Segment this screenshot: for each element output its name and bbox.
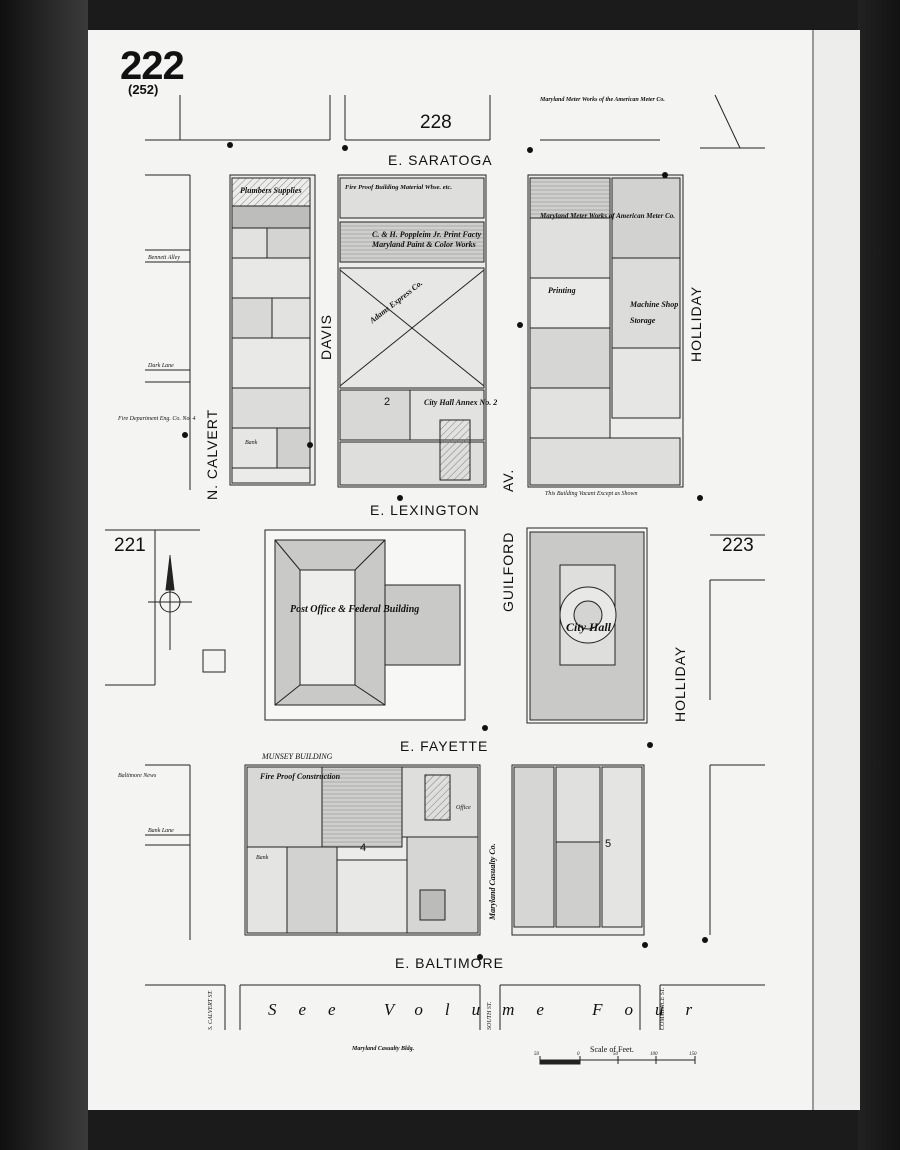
label-meter-works-title: Maryland Meter Works of the American Met… (540, 97, 665, 103)
block-number-2: 2 (384, 396, 391, 408)
block-munsey (244, 764, 481, 936)
label-fire-proof-bldg: Fire Proof Building Material Whse. etc. (345, 184, 452, 191)
label-munsey: MUNSEY BUILDING (262, 752, 333, 761)
block-davis-guilford (337, 174, 487, 488)
label-fire-department: Fire Department Eng. Co. No. 4 (118, 416, 196, 422)
scale-tick-1: 0 (577, 1052, 580, 1057)
street-saratoga: E. SARATOGA (388, 152, 493, 168)
street-calvert: N. CALVERT (204, 408, 220, 500)
street-davis: DAVIS (318, 314, 334, 360)
label-this-bldg-vacant: This Building Vacant Except as Shown (545, 491, 638, 497)
block-guilford-holliday (527, 174, 684, 488)
label-printing: Printing (548, 286, 576, 295)
see-volume-label: See Volume Four (268, 1000, 715, 1019)
label-fire-proof-construction: Fire Proof Construction (260, 772, 341, 781)
street-guilford-av: AV. (500, 468, 516, 492)
label-bank-lower: Bank (256, 855, 269, 861)
plate-sub-number: (252) (128, 82, 159, 97)
block-calvert-davis (229, 174, 316, 486)
label-storage: Storage (630, 316, 656, 325)
label-city-hall: City Hall (566, 620, 611, 634)
street-s-calvert: S. CALVERT ST. (208, 990, 214, 1030)
label-maryland-casualty-bldg: Maryland Casualty Bldg. (352, 1046, 415, 1052)
hydrant-box (202, 649, 226, 673)
label-meter-works-block: Maryland Meter Works of American Meter C… (540, 212, 676, 220)
street-fayette: E. FAYETTE (400, 738, 489, 754)
scan-border-left (0, 0, 88, 1150)
scan-border-right (858, 0, 900, 1150)
adjacent-sheet-left: 221 (114, 535, 146, 556)
street-lexington: E. LEXINGTON (370, 502, 480, 518)
scale-bar (539, 1056, 696, 1065)
street-lines (105, 94, 765, 1030)
street-holliday: HOLLIDAY (688, 285, 704, 362)
street-dark-lane: Dark Lane (148, 363, 174, 369)
label-maryland-casualty: Maryland Casualty Co. (488, 843, 497, 920)
label-maryland-paint: Maryland Paint & Color Works (372, 240, 476, 249)
street-holliday-lower: HOLLIDAY (672, 645, 688, 722)
city-hall-block (526, 527, 648, 724)
label-poppleim: C. & H. Poppleim Jr. Print Facty (372, 230, 482, 239)
label-office: Office (456, 805, 471, 811)
plate-number: 222 (120, 44, 185, 88)
adjacent-sheet-right: 223 (722, 535, 754, 556)
label-machine-shop: Machine Shop (630, 300, 679, 309)
scale-label: Scale of Feet. (590, 1045, 634, 1054)
label-city-hall-annex: City Hall Annex No. 2 (424, 398, 498, 407)
block-number-4: 4 (360, 842, 367, 854)
label-plumbers-supplies: Plumbers Supplies (240, 186, 302, 195)
scale-tick-3: 100 (650, 1052, 658, 1057)
adjacent-sheet-top: 228 (420, 112, 452, 133)
compass-rose (148, 555, 192, 650)
scale-tick-4: 150 (689, 1052, 697, 1057)
block-number-5: 5 (605, 838, 612, 850)
label-bank-upper: Bank (245, 440, 258, 446)
street-baltimore: E. BALTIMORE (395, 955, 504, 971)
street-bennett-alley: Bennett Alley (148, 255, 181, 261)
block-south-commerce (511, 764, 645, 936)
hydrant-dots (182, 142, 708, 960)
scale-tick-0: 50 (534, 1052, 539, 1057)
scale-tick-2: 50 (613, 1052, 618, 1057)
post-office-block (264, 529, 466, 721)
label-post-office: Post Office & Federal Building (290, 604, 420, 615)
street-bank-lane: Bank Lane (148, 828, 174, 834)
label-baltimore-news: Baltimore News (118, 773, 157, 779)
street-guilford: GUILFORD (500, 531, 516, 612)
next-sheet-edge (812, 30, 860, 1110)
